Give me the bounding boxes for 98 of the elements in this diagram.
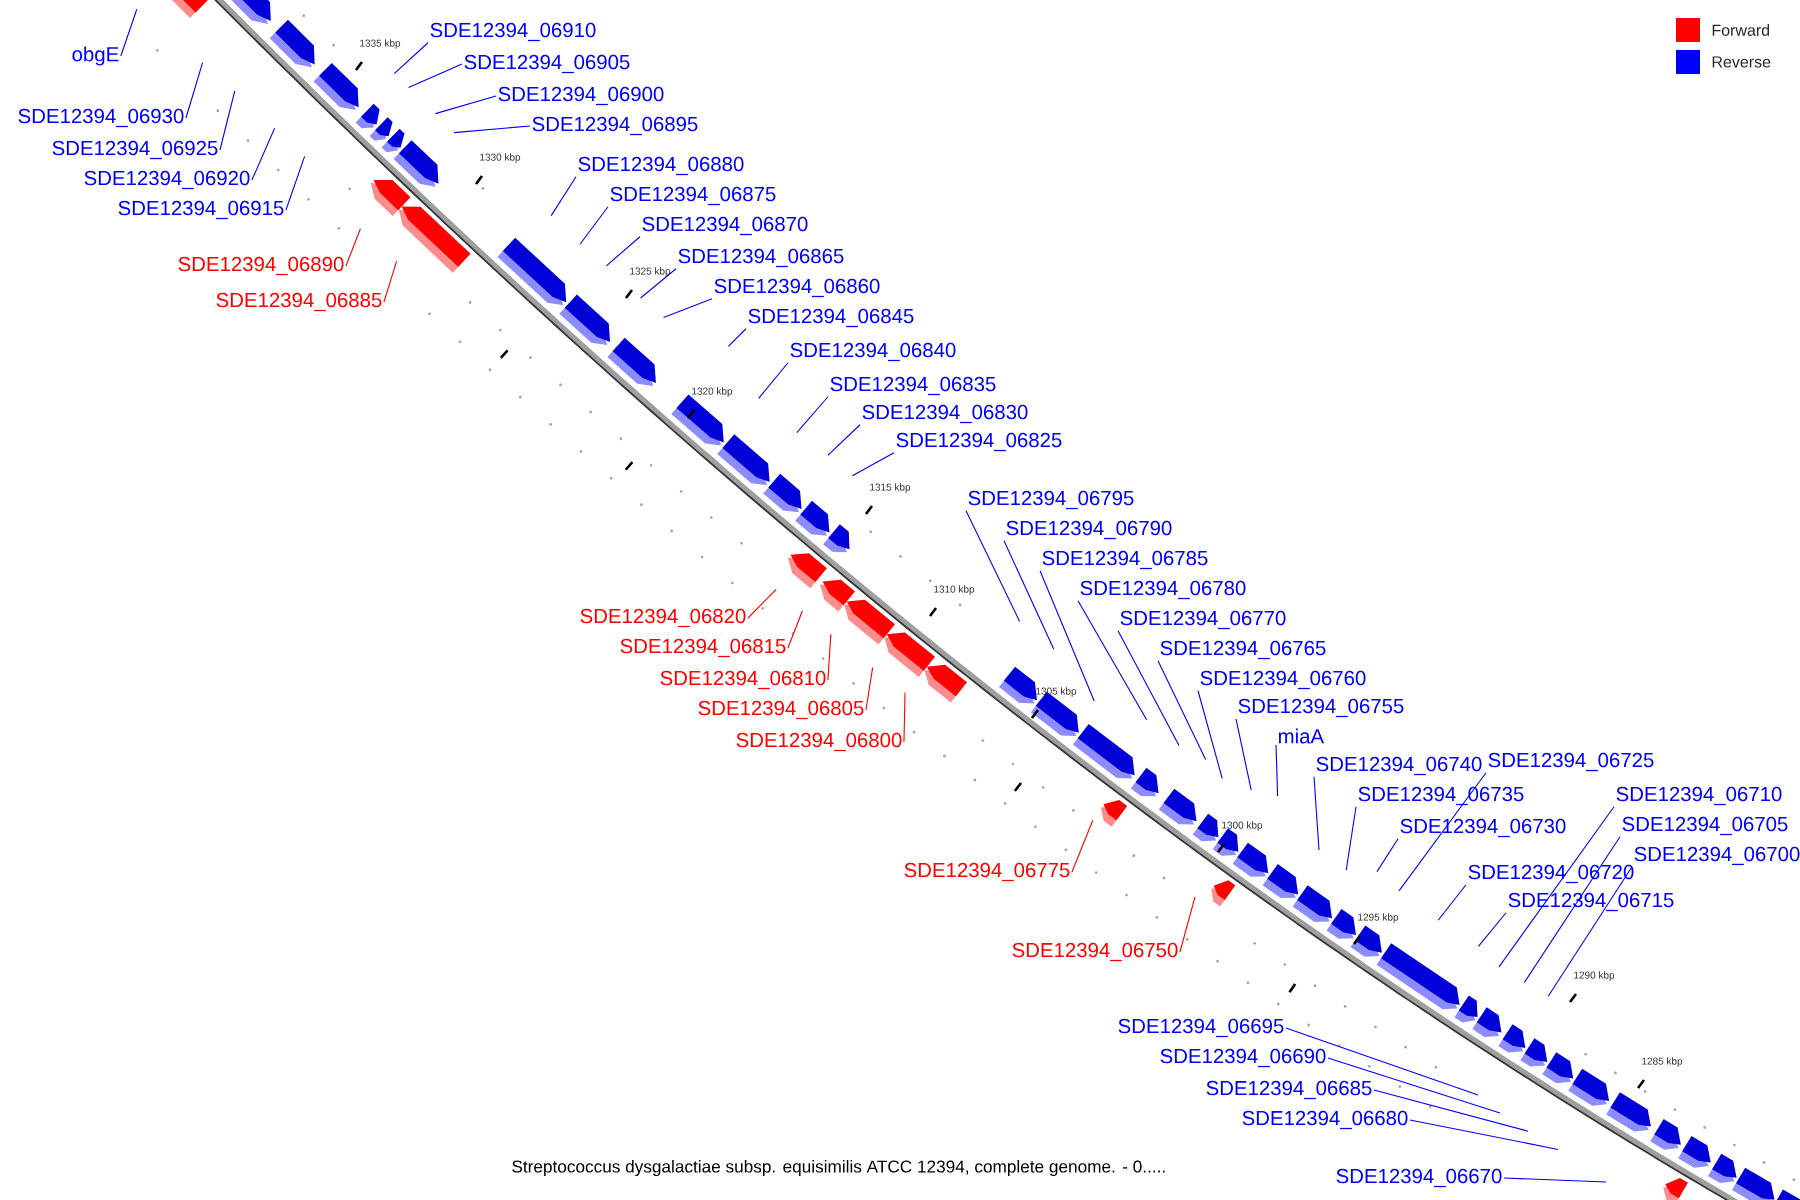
gene-label: SDE12394_06820 [580, 608, 746, 628]
gene-label: SDE12394_06705 [1622, 816, 1788, 836]
leader-line [1376, 838, 1399, 873]
leader-line [550, 176, 577, 217]
gene-label: SDE12394_06790 [1006, 520, 1172, 540]
leader-line [851, 452, 895, 477]
gene-label: SDE12394_06755 [1238, 698, 1404, 718]
gene-label: SDE12394_06845 [748, 308, 914, 328]
leader-line [1197, 690, 1223, 779]
leader-line [727, 328, 747, 347]
gene-label: SDE12394_06900 [498, 86, 664, 106]
gene-label: SDE12394_06750 [1012, 942, 1178, 962]
leader-line [383, 260, 398, 303]
leader-line [1077, 600, 1148, 721]
gene-label: SDE12394_06860 [714, 278, 880, 298]
leader-line [1498, 806, 1615, 968]
gene-label: SDE12394_06770 [1120, 610, 1286, 630]
leader-line [1157, 660, 1207, 760]
leader-line [1409, 1119, 1559, 1150]
gene-label: SDE12394_06780 [1080, 580, 1246, 600]
gene-label: SDE12394_06805 [698, 700, 864, 720]
gene-label: SDE12394_06670 [1336, 1168, 1502, 1188]
leader-line [1327, 1057, 1501, 1114]
leader-line [219, 90, 236, 151]
gene-label: SDE12394_06725 [1488, 752, 1654, 772]
leader-line [796, 396, 829, 434]
leader-line [1235, 718, 1252, 791]
leader-line [285, 155, 306, 211]
gene-label: SDE12394_06890 [178, 256, 344, 276]
leader-line [453, 125, 531, 134]
gene-label: SDE12394_06925 [52, 140, 218, 160]
leader-line [579, 206, 609, 245]
gene-label: SDE12394_06690 [1160, 1048, 1326, 1068]
gene-label: SDE12394_06680 [1242, 1110, 1408, 1130]
gene-label: SDE12394_06915 [118, 200, 284, 220]
leader-line [1373, 1089, 1529, 1132]
leader-line [1437, 884, 1467, 921]
gene-label: SDE12394_06785 [1042, 550, 1208, 570]
gene-label: SDE12394_06920 [84, 170, 250, 190]
gene-label: SDE12394_06830 [862, 404, 1028, 424]
gene-label: miaA [1278, 728, 1325, 744]
gene-label: SDE12394_06895 [532, 116, 698, 136]
leader-line [747, 588, 777, 619]
leader-line [1285, 1027, 1479, 1096]
leader-line [903, 692, 906, 743]
gene-label: SDE12394_06795 [968, 490, 1134, 510]
leader-line [120, 8, 138, 57]
leader-line [1503, 1177, 1607, 1183]
gene-label: SDE12394_06880 [578, 156, 744, 176]
leader-line [787, 610, 803, 649]
leader-line [1345, 806, 1357, 871]
leader-line [1039, 570, 1095, 702]
legend-label: Reverse [1712, 56, 1771, 68]
leader-line [640, 268, 677, 299]
gene-label: SDE12394_06700 [1634, 846, 1800, 866]
gene-label: SDE12394_06905 [464, 54, 630, 74]
gene-label: SDE12394_06815 [620, 638, 786, 658]
gene-label: SDE12394_06765 [1160, 640, 1326, 660]
gene-label: SDE12394_06810 [660, 670, 826, 690]
leader-line [185, 62, 204, 119]
gene-label: SDE12394_06840 [790, 342, 956, 362]
leader-line [1477, 912, 1507, 947]
leader-line [758, 362, 789, 399]
gene-label: SDE12394_06835 [830, 376, 996, 396]
leader-line [1003, 540, 1055, 650]
gene-label: SDE12394_06685 [1206, 1080, 1372, 1100]
leader-line [393, 42, 429, 75]
leader-line [605, 236, 641, 267]
leader-line [1313, 776, 1320, 851]
gene-label: SDE12394_06740 [1316, 756, 1482, 776]
gene-label: SDE12394_06865 [678, 248, 844, 268]
gene-label: SDE12394_06695 [1118, 1018, 1284, 1038]
leader-line [434, 95, 497, 115]
legend-label: Forward [1712, 24, 1770, 36]
leader-line [1117, 630, 1180, 747]
gene-label: SDE12394_06870 [642, 216, 808, 236]
gene-label: SDE12394_06760 [1200, 670, 1366, 690]
gene-label: SDE12394_06775 [904, 862, 1070, 882]
gene-label: SDE12394_06825 [896, 432, 1062, 452]
leader-line [1071, 819, 1094, 873]
gene-label: SDE12394_06885 [216, 292, 382, 312]
caption: Streptococcus dysgalactiae subsp. equisimilis ATCC 12394, complete genome. - 0..... [512, 1160, 1165, 1177]
leader-line [965, 510, 1021, 622]
leader-line [408, 63, 463, 89]
gene-label: SDE12394_06930 [18, 108, 184, 128]
gene-label: SDE12394_06875 [610, 186, 776, 206]
gene-label: SDE12394_06710 [1616, 786, 1782, 806]
leader-line [251, 127, 276, 181]
gene-label: SDE12394_06800 [736, 732, 902, 752]
leader-line [827, 424, 861, 456]
leader-line [1179, 896, 1196, 953]
leader-line [345, 228, 361, 267]
leader-line [663, 298, 713, 319]
gene-label: SDE12394_06910 [430, 22, 596, 42]
leader-line [827, 633, 832, 681]
leader-line [865, 667, 874, 711]
gene-label: obgE [72, 46, 119, 66]
leader-line [1275, 744, 1279, 797]
